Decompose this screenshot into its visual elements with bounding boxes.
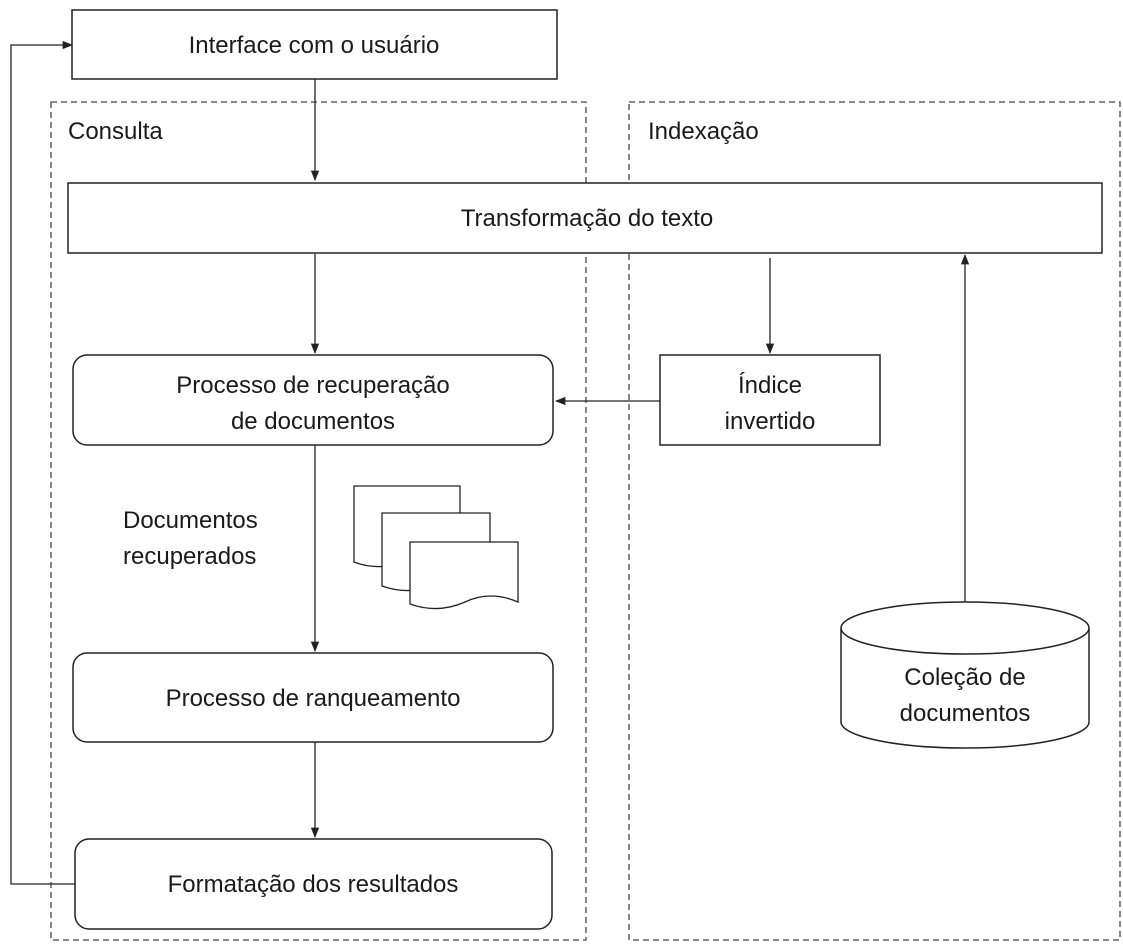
node-colecao-label-line1: Coleção de xyxy=(904,664,1025,691)
node-ranqueamento-label: Processo de ranqueamento xyxy=(166,685,461,712)
node-formatacao-label: Formatação dos resultados xyxy=(168,871,459,898)
documentos-recuperados-line1: Documentos xyxy=(123,507,258,534)
group-indexacao: Indexação xyxy=(628,101,1121,941)
node-indice: Índice invertido xyxy=(659,354,881,446)
node-ranqueamento: Processo de ranqueamento xyxy=(72,652,554,743)
database-cylinder-icon: Coleção de documentos xyxy=(840,601,1090,749)
edge-formatacao-to-interface xyxy=(10,40,75,885)
edges xyxy=(10,40,970,885)
documents-stack-icon xyxy=(353,485,519,610)
node-recuperacao: Processo de recuperação de documentos xyxy=(72,354,554,446)
node-interface: Interface com o usuário xyxy=(71,9,558,80)
node-indice-label-line1: Índice xyxy=(738,372,802,399)
node-transformacao-label: Transformação do texto xyxy=(461,205,714,232)
node-recuperacao-label-line2: de documentos xyxy=(231,408,395,435)
node-colecao-label-line2: documentos xyxy=(900,700,1031,727)
node-formatacao: Formatação dos resultados xyxy=(74,838,553,930)
group-consulta-label: Consulta xyxy=(68,118,163,145)
edge-label-documentos-recuperados: Documentos recuperados xyxy=(123,507,258,570)
node-transformacao: Transformação do texto xyxy=(67,182,1103,254)
group-consulta: Consulta xyxy=(50,101,587,941)
node-indice-label-line2: invertido xyxy=(725,408,816,435)
node-recuperacao-label-line1: Processo de recuperação xyxy=(176,372,450,399)
node-interface-label: Interface com o usuário xyxy=(189,32,440,59)
documentos-recuperados-line2: recuperados xyxy=(123,543,256,570)
group-indexacao-label: Indexação xyxy=(648,118,759,145)
